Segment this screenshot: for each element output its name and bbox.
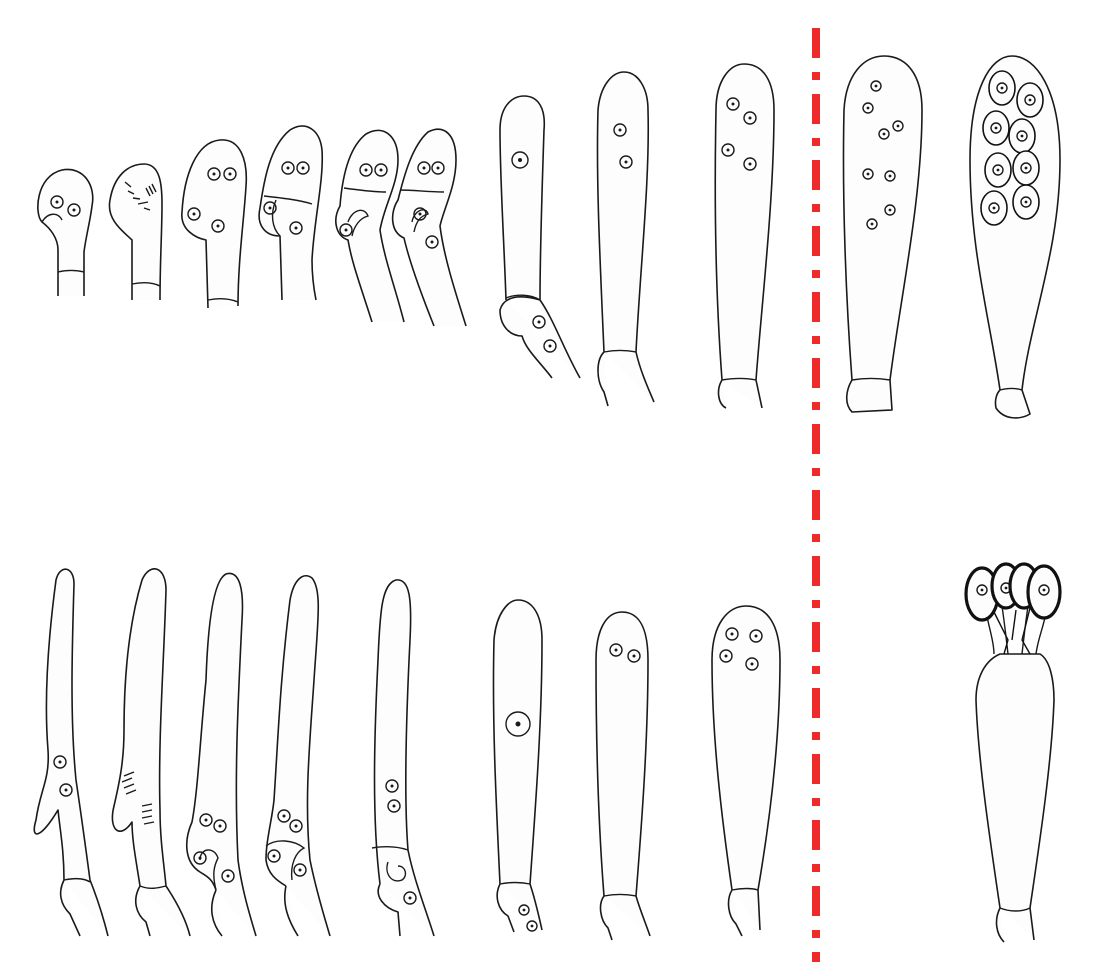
top-stage-2-division (109, 164, 162, 300)
bottom-mature-spores (966, 564, 1060, 654)
top-stage-9-meiosis-II (715, 64, 774, 408)
bottom-row-mature (966, 564, 1060, 942)
top-row-mature (843, 56, 1060, 418)
top-stage-7-young-basidium (500, 96, 580, 378)
top-row-stages (38, 64, 774, 408)
top-mature-ascus-like-with-spores (970, 56, 1060, 418)
top-stage-3-four-nuclei (182, 140, 246, 308)
bottom-stage-1-hook (34, 569, 108, 936)
top-stage-8-meiosis-I (597, 72, 654, 406)
bottom-row-stages (34, 569, 780, 940)
bottom-stage-6-young-basidium (493, 600, 542, 932)
bottom-stage-7-meiosis-I (596, 612, 650, 940)
top-stage-1-crozier (38, 169, 93, 296)
spore-4 (1028, 566, 1060, 618)
bottom-stage-3-clamp (187, 573, 256, 936)
bottom-stage-8-meiosis-II (712, 606, 780, 936)
top-mature-eight-nuclei (843, 56, 922, 412)
bottom-mature-basidium (976, 606, 1054, 942)
bottom-stage-4-clamp (266, 576, 330, 936)
top-stage-6-clamp (393, 129, 466, 326)
top-stage-4-septation (259, 126, 322, 300)
bottom-stage-5-clamp (372, 580, 434, 936)
bottom-stage-2-division (112, 569, 190, 936)
